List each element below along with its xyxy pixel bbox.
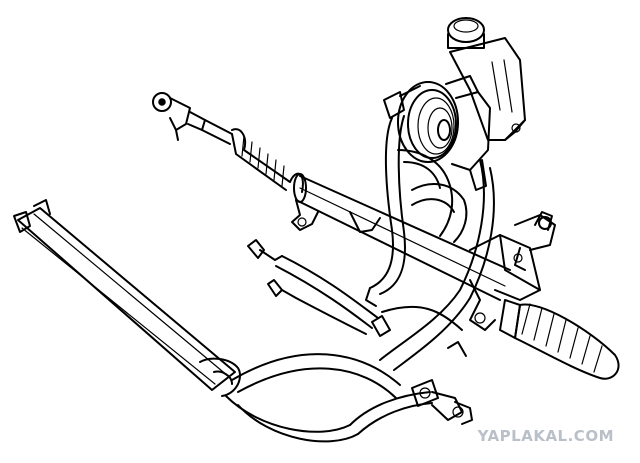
- lower-hose-fittings: [411, 379, 473, 425]
- right-bellows-boot: [499, 299, 620, 380]
- left-hard-lines: [247, 239, 467, 357]
- pump-pulley: [383, 81, 459, 163]
- watermark: YAPLAKAL.COM: [477, 427, 614, 445]
- cooler-hoses: [225, 353, 433, 443]
- fluid-reservoir: [447, 17, 526, 141]
- left-tie-rod-end: [152, 92, 233, 145]
- pump-lines: [365, 115, 495, 371]
- power-steering-pump: [445, 75, 491, 191]
- fluid-cooler: [13, 199, 241, 397]
